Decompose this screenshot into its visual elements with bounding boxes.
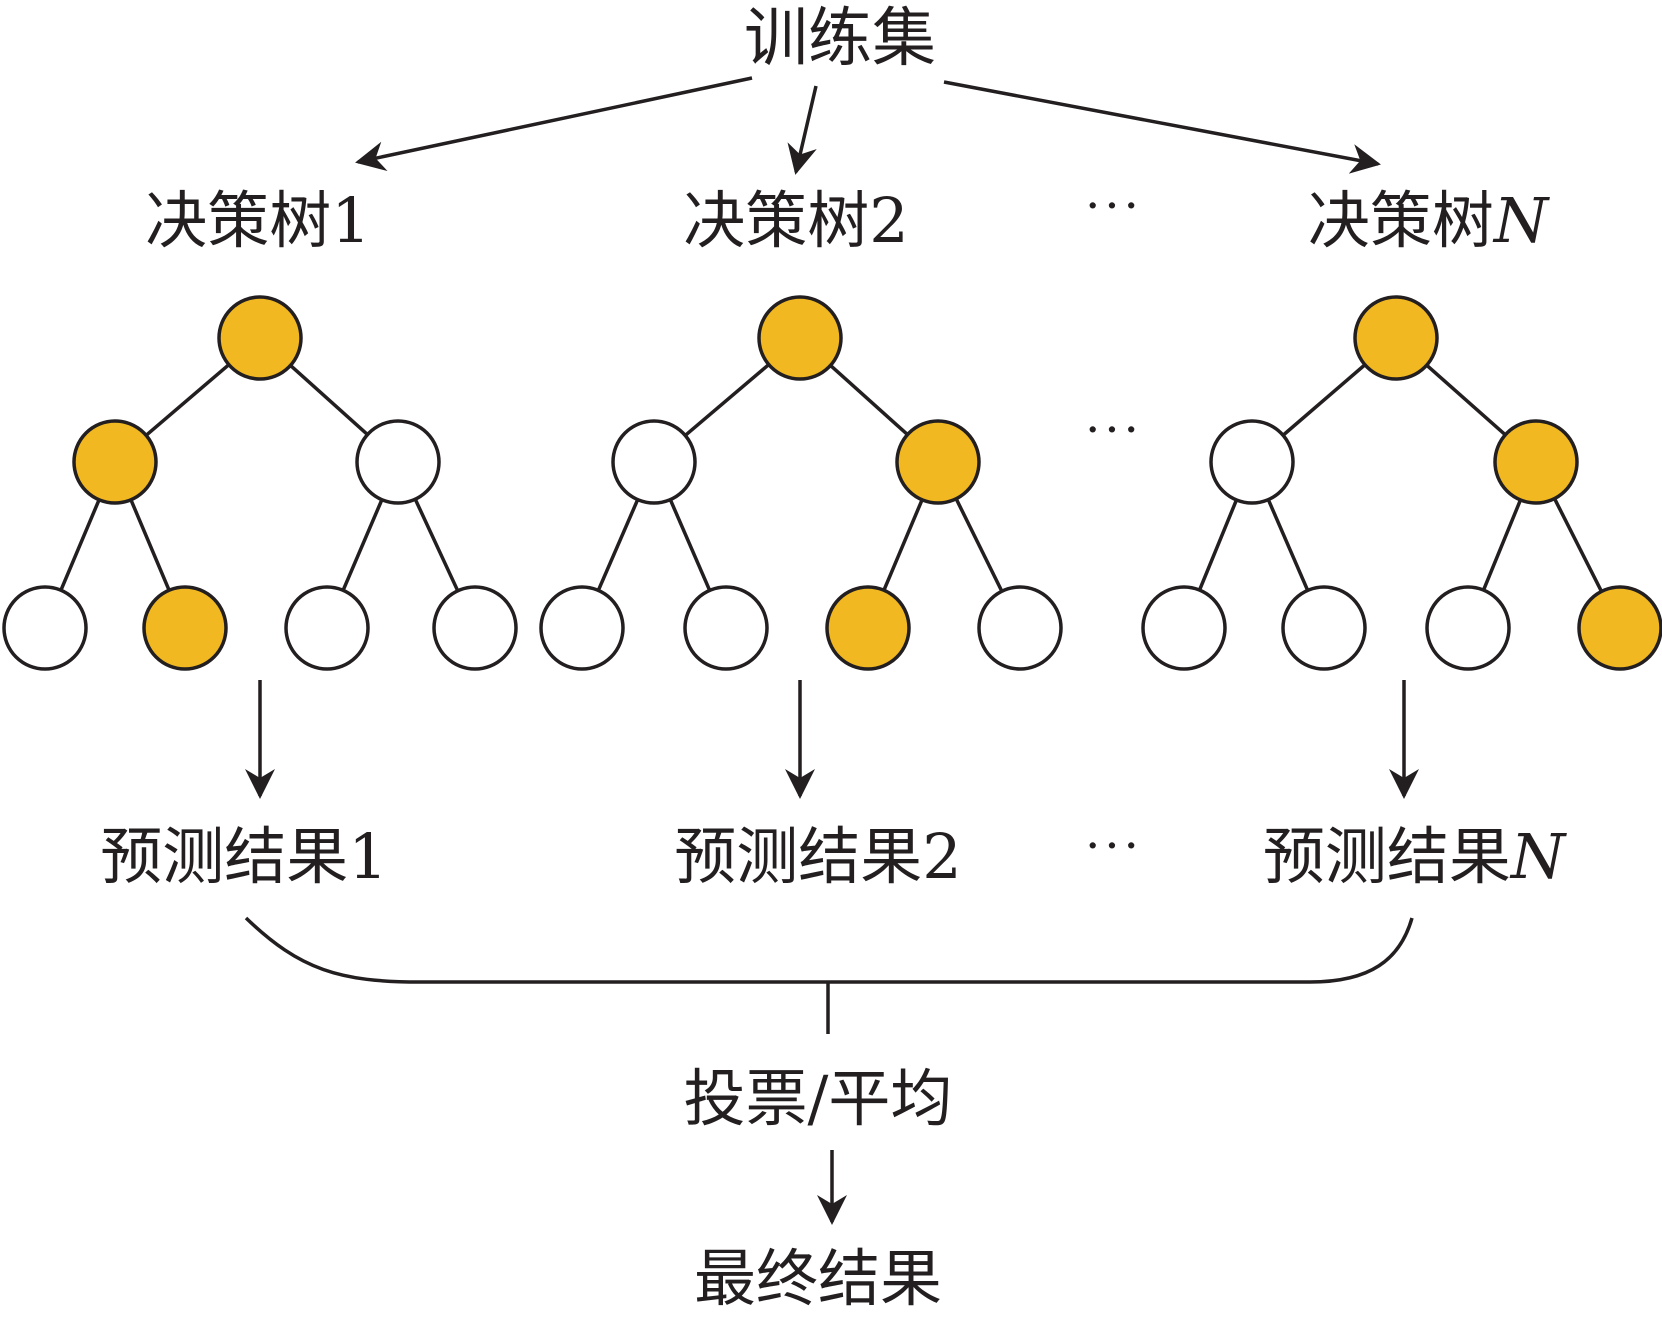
tree-node-active [1493,419,1579,505]
tree-label-2: 决策树2 [683,184,908,257]
tree-node-active [1353,295,1439,381]
prediction-label-1: 预测结果1 [100,820,387,893]
tree-node [432,585,518,671]
prediction-label-2: 预测结果2 [674,820,961,893]
tree-edge [129,499,171,591]
aggregation-bracket [244,916,1414,984]
tree-node [611,419,697,505]
tree-node-active [142,585,228,671]
tree-edge [668,498,712,592]
tree-node [284,585,370,671]
tree-node-active [757,295,843,381]
arrow-to-tree-n [943,80,1381,174]
tree-node-active [825,585,911,671]
tree-edge [1481,499,1523,591]
tree-edge [145,363,230,437]
tree-edge [1281,363,1367,437]
training-set-label: 训练集 [744,2,936,76]
tree-edge [59,499,101,591]
aggregation-label: 投票/平均 [684,1062,953,1135]
prediction-ellipsis: ··· [1085,818,1143,874]
tree-node [1209,419,1295,505]
tree-label-ellipsis: ··· [1085,178,1143,234]
tree-node [1141,585,1227,671]
tree-node-active [1577,585,1662,671]
tree-edge [1266,498,1310,592]
tree-edge [1552,497,1604,593]
tree-node-active [72,419,158,505]
tree-node [2,585,88,671]
tree-node [1281,585,1367,671]
tree-edge [684,363,770,437]
tree-edge [1425,363,1507,437]
tree-edge [1197,499,1239,591]
tree-node [977,585,1063,671]
arrow-to-tree-1 [355,76,753,172]
tree-node-active [217,295,303,381]
trees-group [2,295,1662,671]
tree-node [1425,585,1511,671]
tree-node [539,585,625,671]
decision-tree-2 [539,295,1063,671]
tree-label-1: 决策树1 [145,184,370,257]
decision-tree-1 [2,295,518,671]
tree-node [355,419,441,505]
decision-tree-3 [1141,295,1662,671]
tree-edge [289,364,369,436]
trees-ellipsis: ··· [1085,402,1143,458]
final-result-label: 最终结果 [694,1242,942,1315]
tree-edge [341,499,384,591]
tree-edge [596,498,640,592]
tree-label-n: 决策树N [1308,184,1551,257]
tree-edge [954,497,1004,593]
prediction-label-n: 预测结果N [1263,820,1568,893]
tree-edge [882,499,924,591]
tree-node-active [895,419,981,505]
tree-edge [829,364,909,436]
tree-edge [413,498,460,592]
tree-node [683,585,769,671]
arrow-to-tree-2 [787,85,818,175]
